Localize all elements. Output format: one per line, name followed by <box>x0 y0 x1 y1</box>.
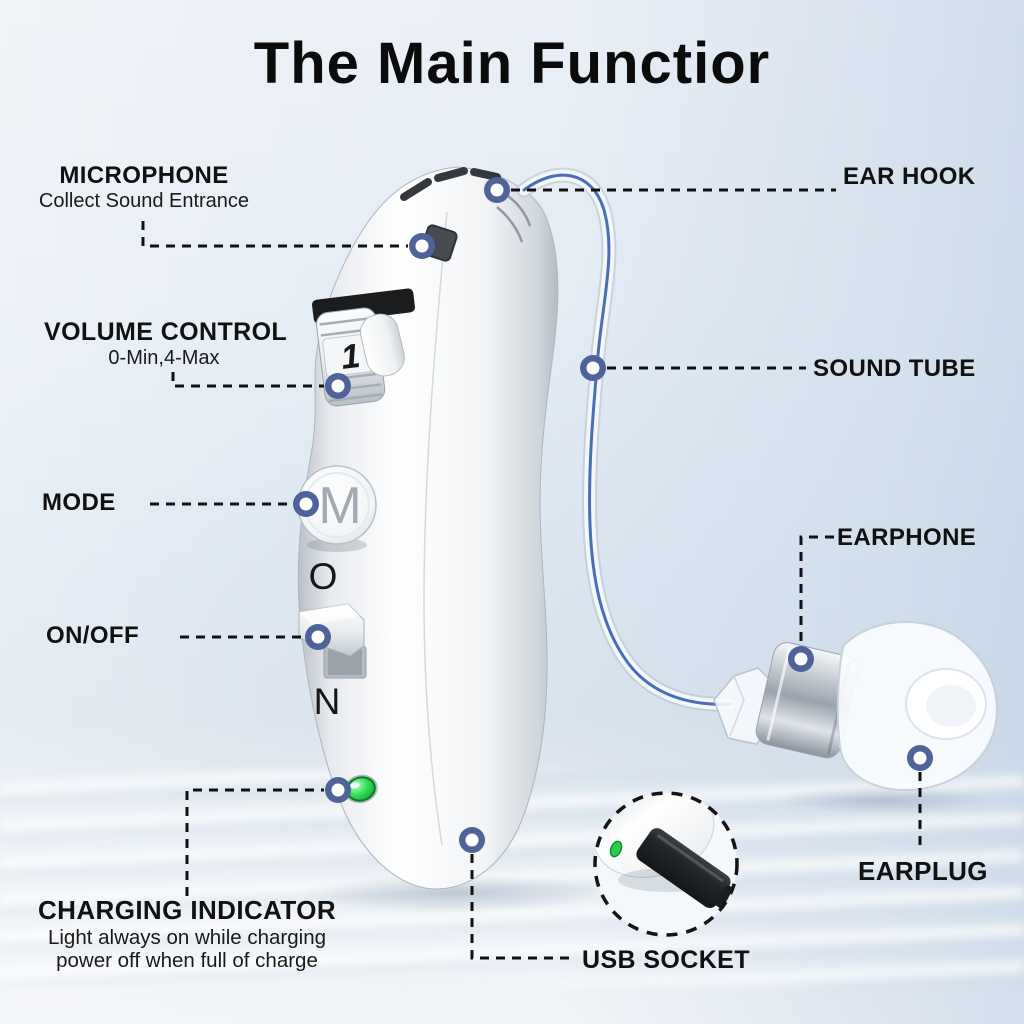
charging-led <box>344 774 378 804</box>
earphone-shadow <box>774 786 990 814</box>
callout-charging-sub2: power off when full of charge <box>56 949 318 973</box>
callout-line-volume <box>171 372 324 388</box>
callout-microphone-sub: Collect Sound Entrance <box>38 189 250 212</box>
usb-socket-inset <box>593 791 739 937</box>
callout-earphone-label: EARPHONE <box>837 524 977 551</box>
callout-volume-label: VOLUME CONTROL <box>44 318 288 346</box>
callout-charging: CHARGING INDICATOR Light always on while… <box>36 895 338 973</box>
callout-mode-label: MODE <box>42 489 116 516</box>
callout-soundtube-label: SOUND TUBE <box>813 355 976 382</box>
switch-letter-on: O <box>309 556 338 597</box>
callout-mode: MODE <box>42 489 116 517</box>
point-marker-earphone <box>788 646 814 672</box>
device-shadow <box>302 873 602 913</box>
point-marker-charging <box>325 777 351 803</box>
callout-usb: USB SOCKET <box>582 946 750 975</box>
callout-onoff-label: ON/OFF <box>46 622 140 649</box>
callout-earplug: EARPLUG <box>858 856 988 887</box>
callout-line-microphone <box>141 221 408 248</box>
callout-lines <box>141 188 922 960</box>
callout-earplug-label: EARPLUG <box>858 856 988 886</box>
inset-led <box>609 840 623 858</box>
ear-hook-ridges <box>496 195 532 243</box>
point-marker-mode <box>293 491 319 517</box>
point-markers <box>293 177 933 853</box>
callout-volume: VOLUME CONTROL 0-Min,4-Max <box>44 318 288 370</box>
point-marker-onoff <box>305 624 331 650</box>
page-title: The Main Functior <box>253 31 771 96</box>
point-marker-volume <box>325 373 351 399</box>
body-seam-line <box>423 211 448 846</box>
callout-microphone: MICROPHONE Collect Sound Entrance <box>38 162 250 213</box>
callout-line-charging <box>185 788 324 896</box>
point-marker-soundtube <box>580 355 606 381</box>
earphone-assembly <box>713 621 998 792</box>
callout-soundtube: SOUND TUBE <box>813 355 976 383</box>
callout-earhook: EAR HOOK <box>843 163 976 191</box>
callout-usb-label: USB SOCKET <box>582 946 750 974</box>
callout-charging-sub1: Light always on while charging <box>47 925 327 949</box>
callout-line-usb <box>470 854 575 960</box>
callout-earphone: EARPHONE <box>837 524 976 552</box>
point-marker-usb <box>459 827 485 853</box>
point-marker-earhook <box>484 177 510 203</box>
callout-charging-label: CHARGING INDICATOR <box>37 895 336 925</box>
point-marker-earplug <box>907 745 933 771</box>
mode-button-letter: M <box>318 477 361 535</box>
callout-line-earphone <box>799 535 834 645</box>
callout-onoff: ON/OFF <box>46 622 139 650</box>
callout-earhook-label: EAR HOOK <box>843 163 976 190</box>
sound-tube <box>516 167 738 712</box>
switch-letter-n: N <box>314 681 341 722</box>
top-grille-slots <box>400 167 501 201</box>
callout-microphone-label: MICROPHONE <box>59 162 229 189</box>
volume-wheel-number: 1 <box>339 337 362 377</box>
point-marker-microphone <box>409 233 435 259</box>
callout-volume-sub: 0-Min,4-Max <box>108 346 220 369</box>
